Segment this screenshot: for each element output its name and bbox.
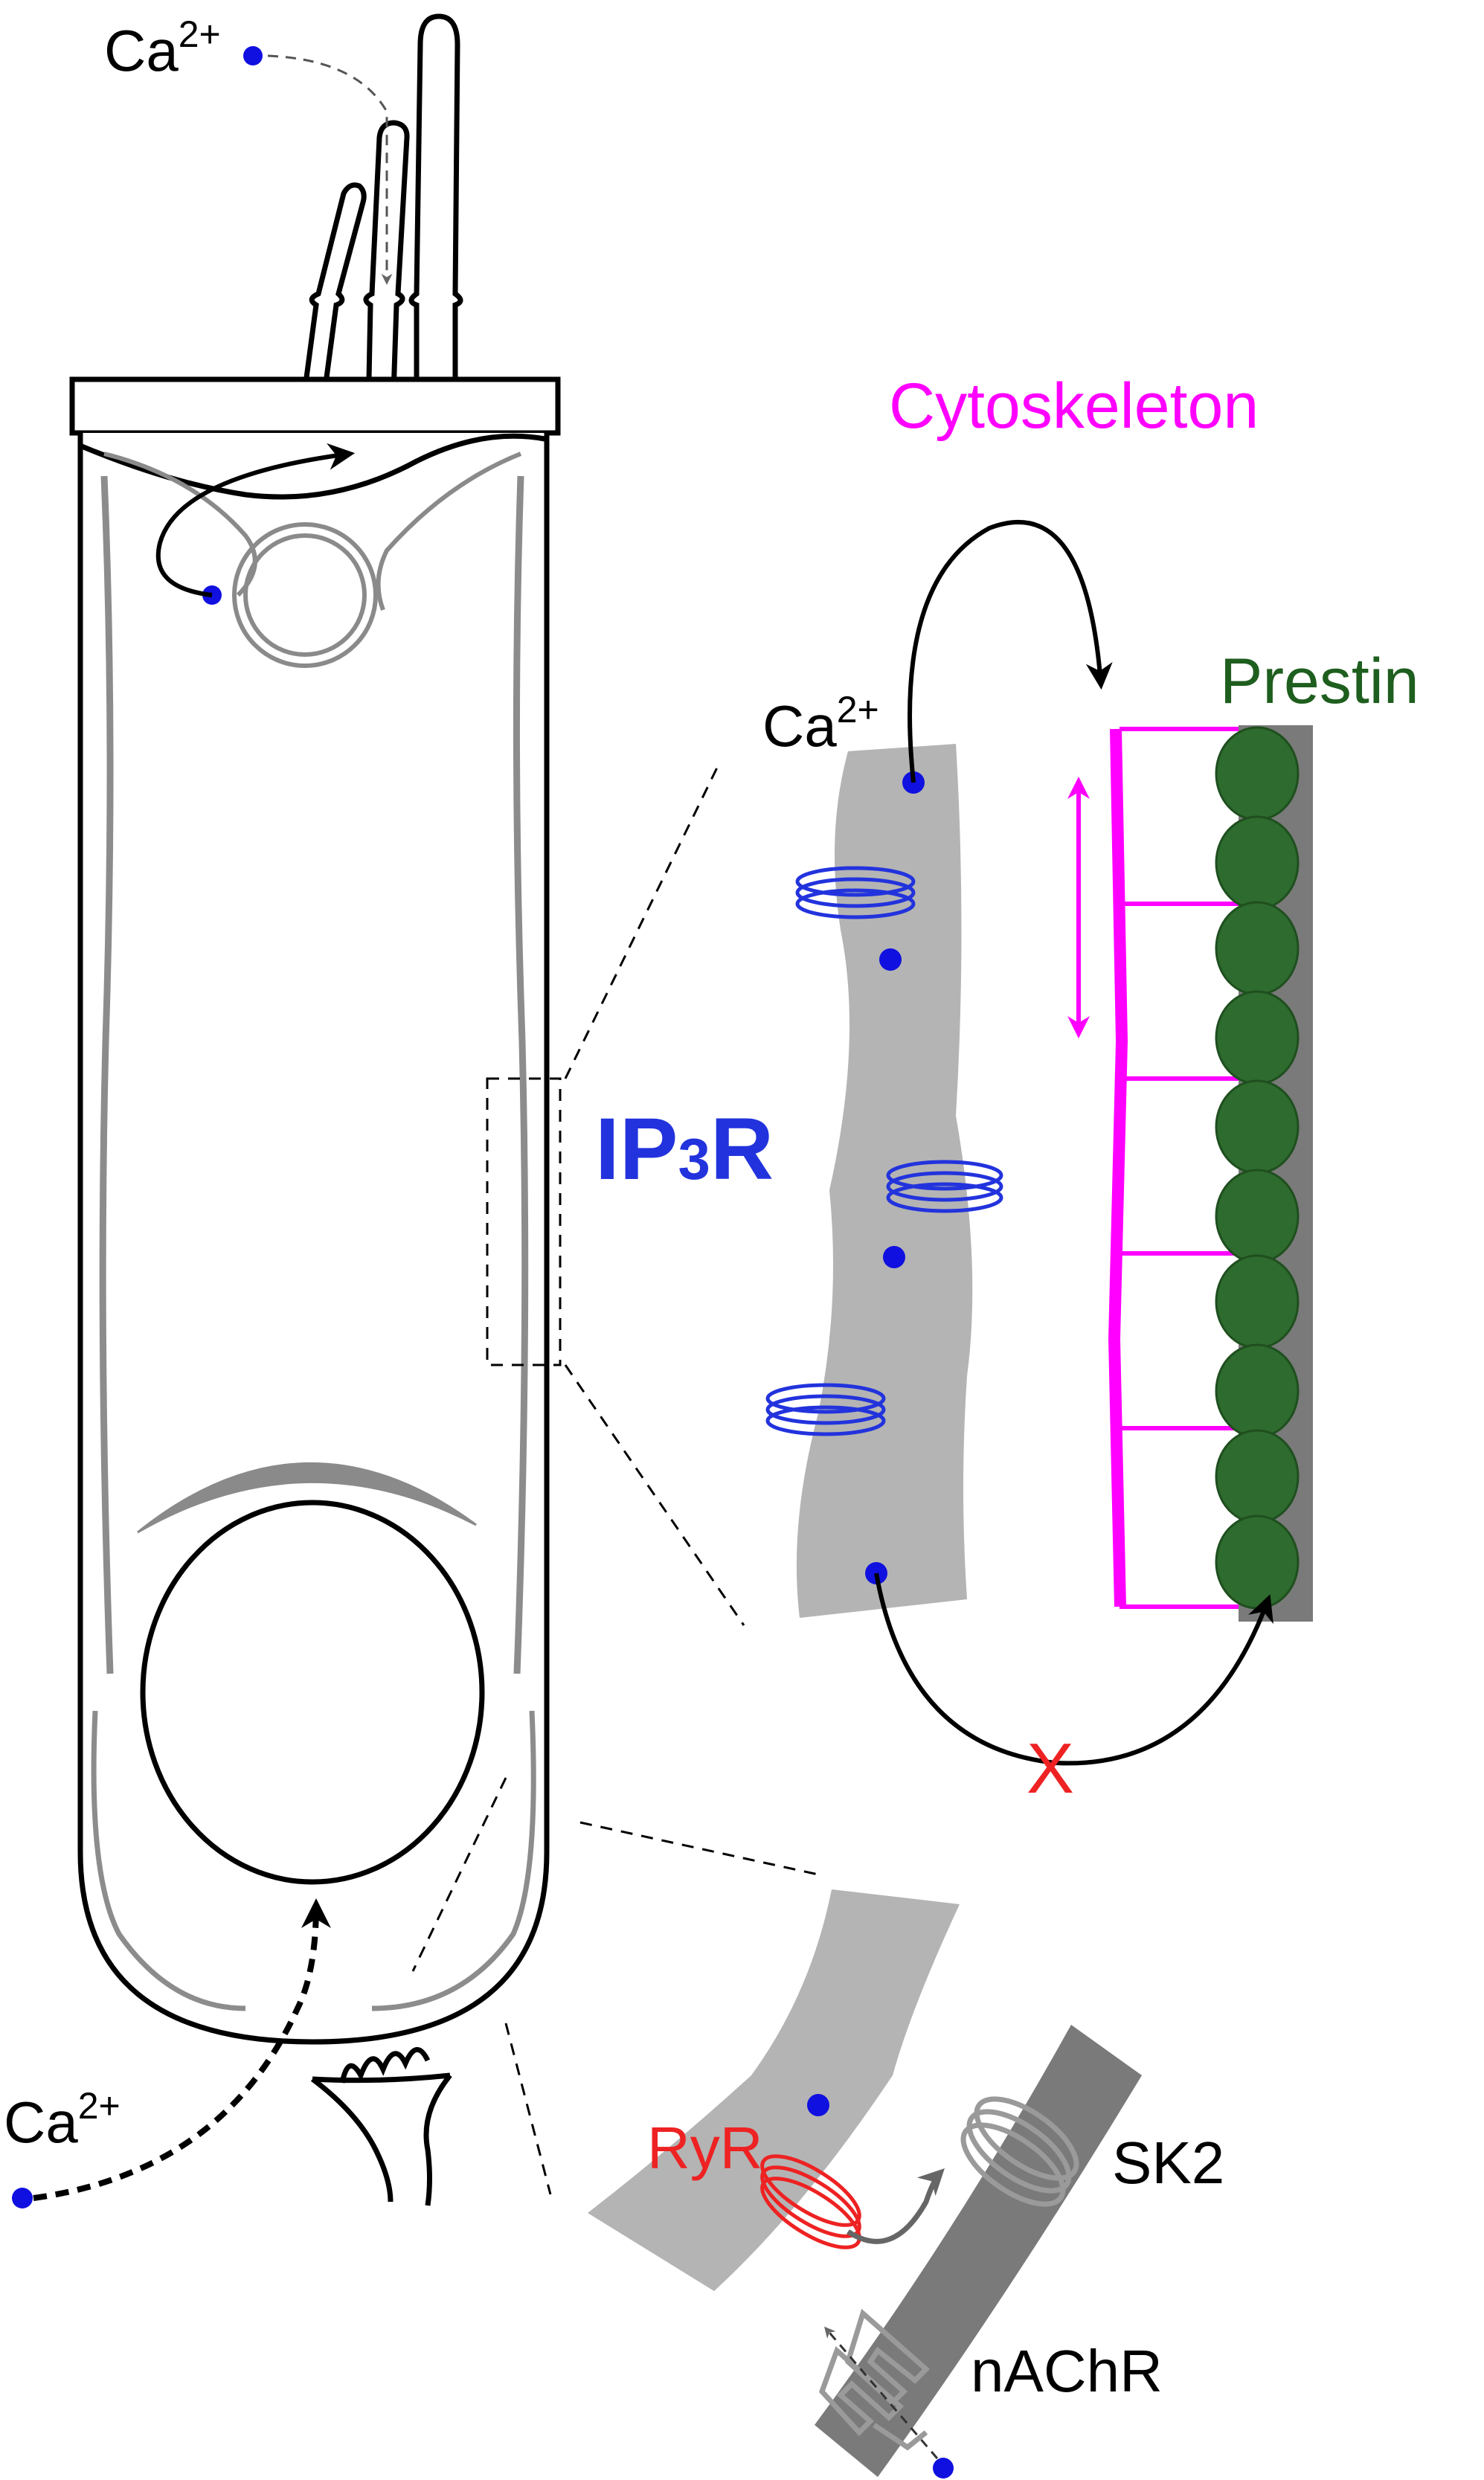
ip3r-channel (795, 866, 916, 919)
nucleus (140, 1500, 485, 1885)
ryr-to-sk2-arrow (847, 2168, 945, 2244)
calcium-dot-top (243, 46, 263, 65)
calcium-dot-nachr (933, 2458, 954, 2479)
ca-through-nachr (824, 2326, 939, 2459)
cuticular-plate (69, 376, 561, 436)
nachr-label: nAChR (971, 2338, 1163, 2404)
cytoskeleton (1067, 727, 1253, 1609)
ca-influx-basal (33, 1898, 331, 2201)
prestin-motors (1215, 726, 1300, 1610)
ip3r-channels (765, 866, 1003, 1436)
subsurface-cisternae (91, 475, 536, 2011)
ip3r-channel (886, 1160, 1003, 1213)
ryr-channel (760, 2154, 861, 2249)
ip3r-zoom-panel: Ca2+ IP3R Cytoskeleton Prestin (595, 370, 1419, 1808)
er-membrane-upper (796, 744, 973, 1618)
stereocilia (298, 13, 463, 417)
efferent-terminal (310, 2047, 452, 2206)
nucleus-cap (137, 1462, 477, 1534)
hair-cell: Ca2+ Ca2+ (4, 13, 819, 2208)
ca-to-cytoskeleton-arrow (908, 519, 1113, 783)
ip3r-label: IP3R (595, 1100, 774, 1198)
er-calcium-dots (865, 771, 925, 1584)
calcium-dot-basal (12, 2188, 33, 2208)
hensens-body (103, 452, 522, 668)
ca-label-bottom: Ca2+ (4, 2085, 121, 2155)
cytoskeleton-label: Cytoskeleton (889, 370, 1259, 442)
ca-entry-path-top (267, 54, 393, 285)
zoom-guides (411, 765, 819, 2195)
ryr-label: RyR (647, 2115, 763, 2181)
sk2-label: SK2 (1112, 2130, 1224, 2196)
ca-release-arrow-apical (155, 443, 356, 597)
prestin-label: Prestin (1220, 646, 1419, 717)
ip3r-channel (765, 1383, 886, 1436)
ca-to-prestin-blocked-arrow (874, 1573, 1273, 1766)
ca-label-top: Ca2+ (104, 13, 221, 83)
ryr-zoom-panel: RyR SK2 nAChR (588, 1889, 1224, 2479)
sk2-channel (960, 2096, 1079, 2207)
er-membrane-lower (588, 1889, 960, 2291)
blocked-mark: X (1027, 1729, 1074, 1808)
cell-body (77, 433, 550, 2045)
ca-label-mid: Ca2+ (762, 689, 879, 759)
calcium-dot-ryr (807, 2094, 829, 2116)
